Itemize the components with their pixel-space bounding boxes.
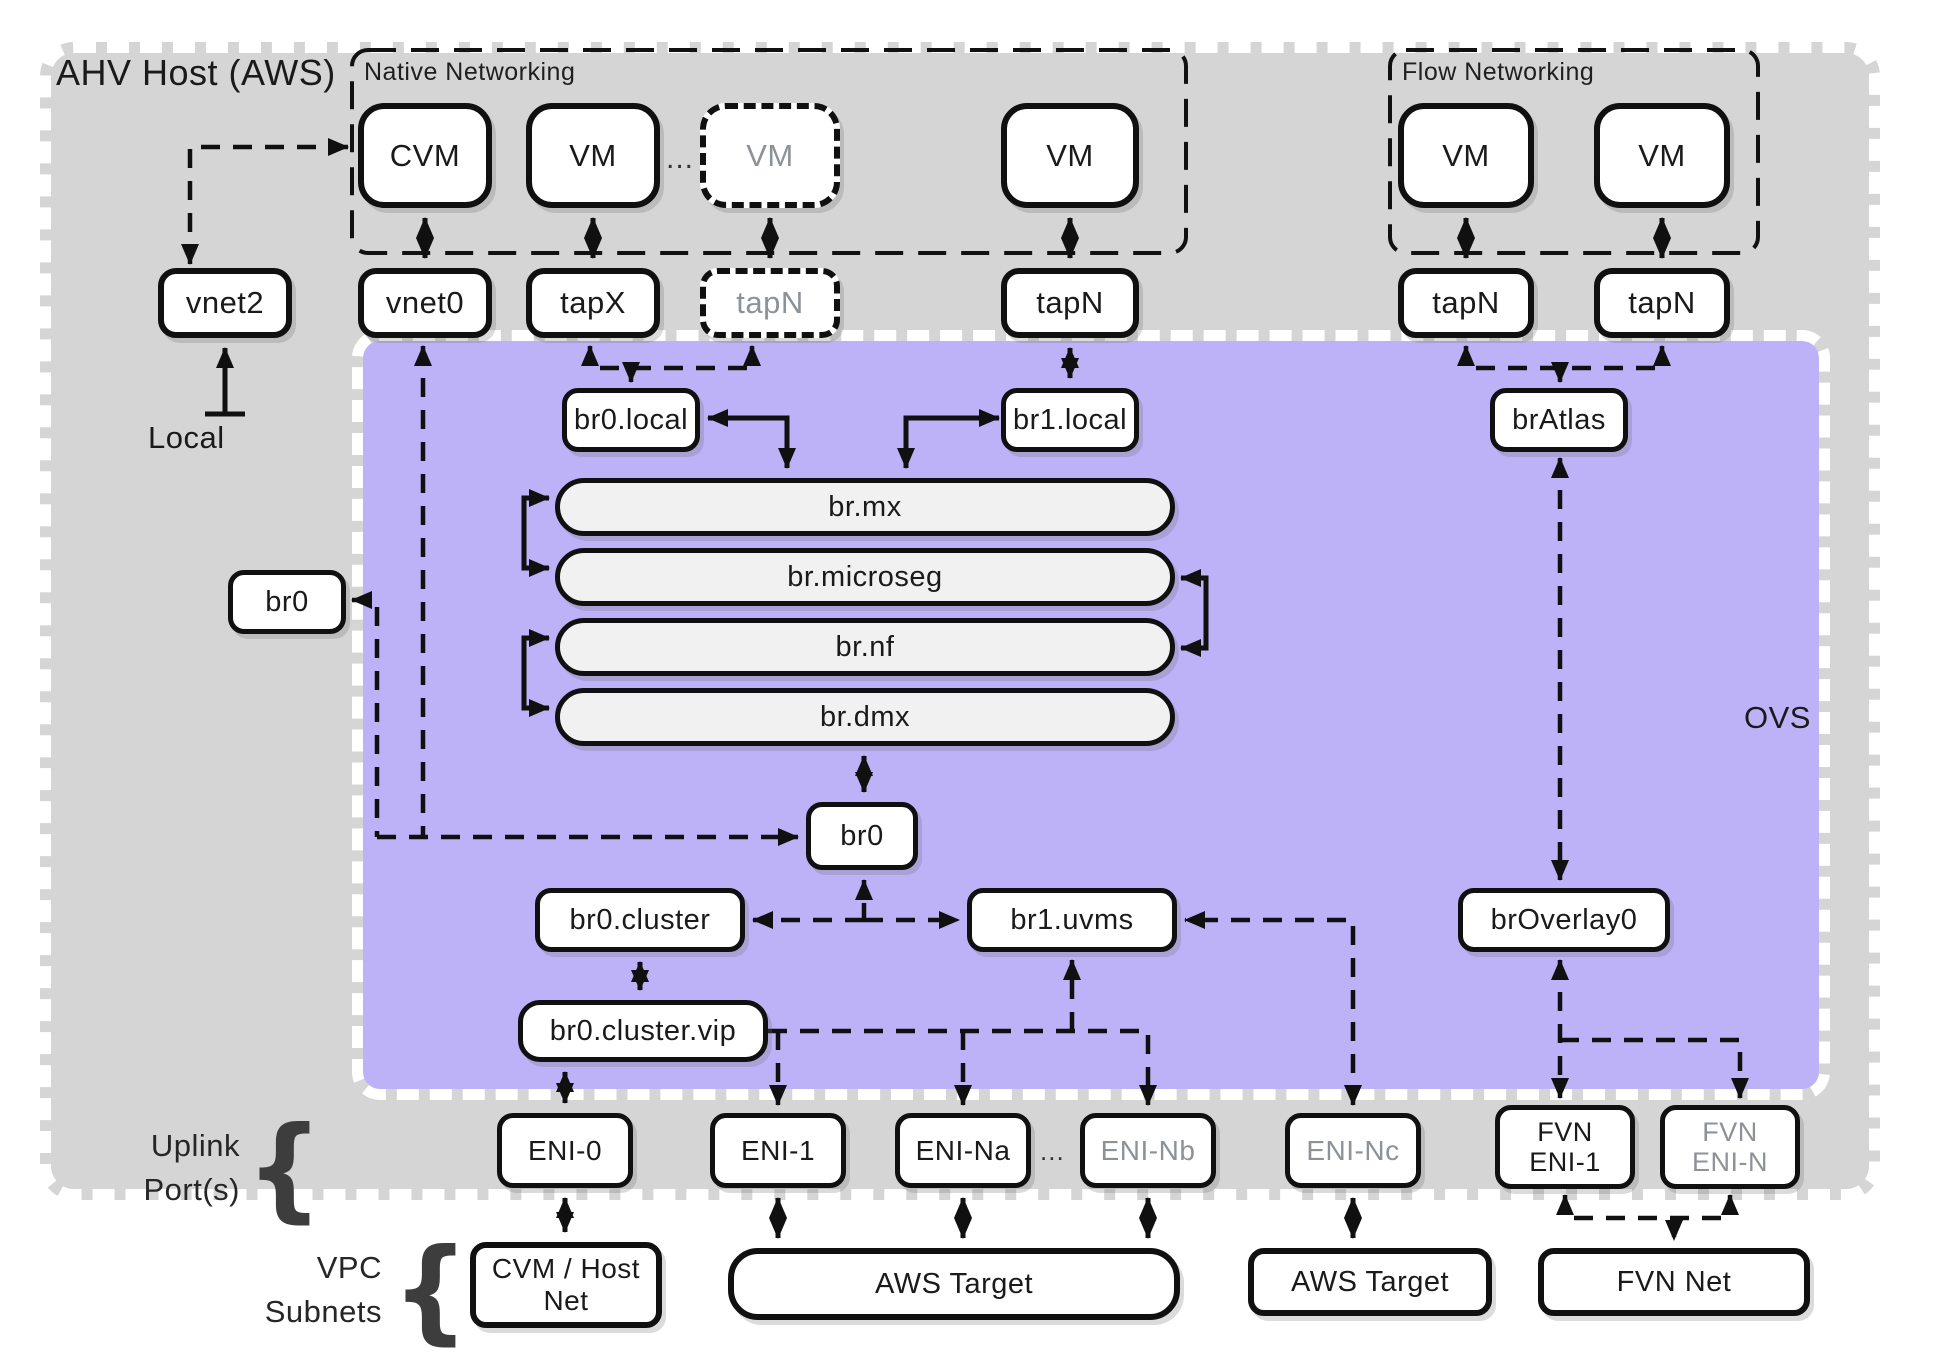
node-cvm: CVM xyxy=(358,103,492,208)
host-title: AHV Host (AWS) xyxy=(56,52,336,93)
node-cvm-host-net: CVM / Host Net xyxy=(470,1242,662,1328)
node-flow-vm-2: VM xyxy=(1594,103,1730,208)
native-networking-label: Native Networking xyxy=(364,58,576,86)
node-tapn-gray: tapN xyxy=(700,268,840,338)
ovs-label: OVS xyxy=(1744,700,1811,735)
fvn-eni-1-line1: FVN xyxy=(1537,1116,1593,1147)
node-aws-target-1: AWS Target xyxy=(728,1248,1180,1320)
node-br-nf: br.nf xyxy=(555,618,1175,676)
node-broverlay0: brOverlay0 xyxy=(1458,888,1670,952)
node-flow-tapn-2: tapN xyxy=(1594,268,1730,338)
node-br-microseg: br.microseg xyxy=(555,548,1175,606)
uplink-brace: { xyxy=(246,1102,323,1235)
flow-networking-label: Flow Networking xyxy=(1402,58,1595,86)
node-br0-left: br0 xyxy=(228,570,346,634)
node-br0-cluster: br0.cluster xyxy=(535,888,745,952)
local-label: Local xyxy=(148,420,225,455)
node-br1-uvms: br1.uvms xyxy=(967,888,1177,952)
fvn-eni-1-line2: ENI-1 xyxy=(1529,1147,1601,1177)
node-tapx: tapX xyxy=(526,268,660,338)
node-br1-local: br1.local xyxy=(1001,388,1139,452)
fvn-eni-n-line2: ENI-N xyxy=(1692,1147,1768,1177)
node-fvn-eni-1: FVN ENI-1 xyxy=(1495,1105,1635,1189)
vpc-label-line1: VPC xyxy=(316,1250,382,1285)
node-br0-local: br0.local xyxy=(562,388,700,452)
node-br-mx: br.mx xyxy=(555,478,1175,536)
node-aws-target-2: AWS Target xyxy=(1248,1248,1492,1316)
eni-ellipsis: ... xyxy=(1040,1136,1065,1166)
node-eni-nc: ENI-Nc xyxy=(1285,1113,1421,1188)
uplink-label-line2: Port(s) xyxy=(143,1172,240,1207)
uplink-label-line1: Uplink xyxy=(150,1128,240,1163)
node-br0-cluster-vip: br0.cluster.vip xyxy=(518,1000,768,1062)
node-flow-tapn-1: tapN xyxy=(1398,268,1534,338)
node-vnet0: vnet0 xyxy=(358,268,492,338)
node-br0-center: br0 xyxy=(806,802,918,870)
node-eni-1: ENI-1 xyxy=(710,1113,846,1188)
vpc-label-line2: Subnets xyxy=(264,1294,382,1329)
dashed-links xyxy=(181,138,1749,1241)
node-br-dmx: br.dmx xyxy=(555,688,1175,746)
node-vm-1: VM xyxy=(526,103,660,208)
node-fvn-eni-n: FVN ENI-N xyxy=(1660,1105,1800,1189)
node-eni-na: ENI-Na xyxy=(895,1113,1031,1188)
solid-links xyxy=(205,217,1671,1239)
node-tapn-2: tapN xyxy=(1001,268,1139,338)
node-vnet2: vnet2 xyxy=(158,268,292,338)
node-flow-vm-1: VM xyxy=(1398,103,1534,208)
node-vm-n: VM xyxy=(700,103,840,208)
node-fvn-net: FVN Net xyxy=(1538,1248,1810,1316)
vm-ellipsis: ... xyxy=(666,142,695,175)
vpc-brace: { xyxy=(392,1224,469,1356)
node-vm-2: VM xyxy=(1001,103,1139,208)
node-eni-nb: ENI-Nb xyxy=(1080,1113,1216,1188)
node-eni-0: ENI-0 xyxy=(497,1113,633,1188)
fvn-eni-n-line1: FVN xyxy=(1702,1116,1758,1147)
flow-networking-frame xyxy=(1388,48,1760,255)
node-bratlas: brAtlas xyxy=(1490,388,1628,452)
